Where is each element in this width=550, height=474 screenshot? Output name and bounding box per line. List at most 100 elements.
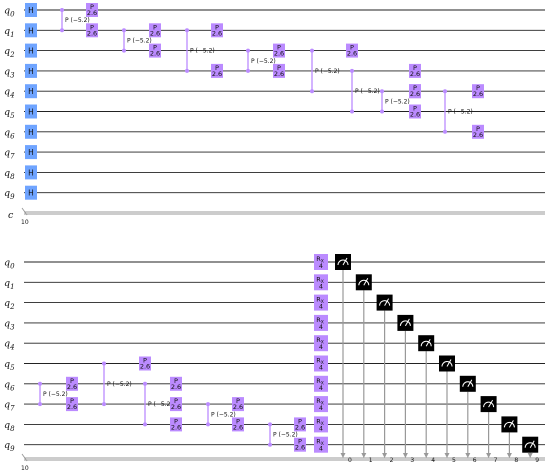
qubit-label-q6-row1: q6: [4, 127, 15, 140]
row2-op-10-cp-dot-a: [268, 422, 272, 427]
measure-q0: [335, 254, 351, 270]
row1-op-12-p: [409, 63, 421, 78]
rx-gate-q8-label: RX: [316, 417, 324, 427]
row1-op-2-cp-dot-a: [122, 28, 126, 33]
row1-op-5-p-label: P: [215, 23, 219, 31]
row1-op-0-cp-dot-b: [60, 28, 64, 33]
rx-gate-q5-param: 4: [319, 364, 323, 372]
measure-q9-arc: [524, 442, 536, 448]
row1-op-6-p-param: 2.6: [212, 70, 222, 78]
row2-op-2-cp-dot-a: [102, 361, 106, 366]
row1-op-12-p-label: P: [413, 64, 417, 72]
measure-q6-arrow: [465, 453, 471, 458]
row2-op-1-p-b: [66, 397, 78, 412]
qubit-label-q8-row2: q8: [4, 420, 15, 433]
row2-op-1-p-a: [66, 376, 78, 391]
qubit-label-q7-row1: q7: [4, 148, 15, 161]
row2-op-0-cp-dot-b: [38, 402, 42, 407]
h-gate-q3: [25, 63, 37, 78]
classical-size-label-row1: 10: [21, 219, 29, 226]
row2-op-7-p-param: 2.6: [171, 423, 181, 431]
row1-op-4-cp-dot-b: [185, 68, 189, 73]
measure-q1-index: 1: [369, 457, 373, 464]
qubit-label-q5-row2: q5: [4, 359, 15, 372]
row1-op-15-cp-dot-b: [380, 109, 384, 114]
measure-q8-arrow: [506, 453, 512, 458]
measure-q3-needle: [404, 318, 410, 327]
row2-op-6-p-param: 2.6: [171, 403, 181, 411]
row2-op-1-p-b-param: 2.6: [67, 403, 77, 411]
row2-op-5-p: [170, 376, 182, 391]
measure-q2-needle: [384, 298, 390, 306]
row1-op-8-p-a-param: 2.6: [274, 50, 284, 58]
h-gate-q0-text: H: [28, 6, 34, 15]
rx-gate-q8-param: 4: [319, 424, 323, 432]
row1-op-2-cp-label: P (−5.2): [127, 37, 152, 44]
measure-q2-arrow: [382, 453, 388, 458]
rx-gate-q3: [314, 314, 328, 331]
measure-q1: [355, 274, 372, 291]
measure-q3-index: 3: [410, 457, 414, 464]
row2-op-9-p-b: [232, 417, 244, 432]
row2-op-4-cp-dot-a: [143, 381, 147, 386]
rx-gate-q7: [314, 396, 328, 413]
measure-q6-needle: [467, 379, 473, 388]
row2-op-0-cp-dot-a: [38, 381, 42, 386]
row1-op-15-cp-dot-a: [380, 89, 384, 94]
row1-op-6-p: [211, 63, 223, 78]
row2-op-12-p-param: 2.6: [295, 444, 305, 452]
qubit-label-q1-row1: q1: [4, 26, 15, 39]
qubit-label-q4-row1: q4: [4, 87, 15, 100]
h-gate-q6: [25, 124, 37, 139]
h-gate-q1-text: H: [28, 26, 34, 35]
rx-gate-q7-param: 4: [319, 404, 323, 412]
rx-gate-q0: [314, 254, 328, 270]
measure-q0-index: 0: [348, 457, 352, 464]
row1-op-1-p-b-label: P: [90, 23, 94, 31]
measure-q4-arrow: [423, 453, 429, 458]
row2-op-10-cp-dot-b: [268, 442, 272, 447]
rx-gate-q1-label: RX: [316, 275, 324, 285]
qubit-label-q9-row2: q9: [4, 440, 15, 453]
row1-op-17-cp-dot-b: [443, 129, 447, 134]
classical-slash-row2: [21, 453, 28, 462]
row1-op-7-cp-dot-b: [246, 68, 250, 73]
rx-gate-q2: [314, 294, 328, 311]
row2-op-11-p: [294, 417, 306, 432]
row1-op-10-p-label: P: [350, 44, 354, 52]
row2-op-12-p-label: P: [298, 438, 302, 446]
row1-op-9-cp-dot-b: [310, 89, 314, 94]
measure-q5-needle: [446, 359, 452, 367]
row1-op-8-p-a: [273, 43, 285, 58]
measure-q8-needle: [508, 420, 514, 428]
qubit-label-q5-row1: q5: [4, 107, 15, 120]
row1-op-3-p-b: [149, 43, 161, 58]
row2-op-2-cp-label: P (−5.2): [107, 381, 132, 388]
row2-op-6-p: [170, 397, 182, 412]
rx-gate-q6-label: RX: [316, 377, 324, 387]
measure-q4-arc: [420, 340, 432, 347]
measure-q9: [522, 436, 539, 453]
row1-op-1-p-b: [86, 23, 98, 38]
row1-op-10-p: [346, 43, 358, 58]
classical-size-label-row2: 10: [21, 465, 29, 472]
row2-op-9-p-a: [232, 397, 244, 412]
rx-gate-q3-label: RX: [316, 316, 324, 326]
h-gate-q4-text: H: [28, 87, 34, 96]
row1-op-4-cp-dot-a: [185, 28, 189, 33]
qubit-label-q0-row1: q0: [4, 6, 15, 19]
rx-gate-q9-param: 4: [319, 445, 323, 453]
row1-op-8-p-b-label: P: [277, 64, 281, 72]
row2-op-1-p-b-label: P: [70, 397, 74, 405]
row1-op-0-cp-label: P (−5.2): [65, 17, 90, 24]
row1-op-12-p-param: 2.6: [410, 70, 420, 78]
h-gate-q9: [25, 185, 37, 200]
measure-q4-index: 4: [431, 457, 435, 464]
row2-op-7-p: [170, 417, 182, 432]
row1-op-19-p-label: P: [476, 125, 480, 133]
h-gate-q8-text: H: [28, 168, 34, 177]
h-gate-q5-text: H: [28, 108, 34, 117]
row1-op-6-p-label: P: [215, 64, 219, 72]
rx-gate-q9: [314, 436, 328, 453]
h-gate-q8: [25, 165, 37, 180]
